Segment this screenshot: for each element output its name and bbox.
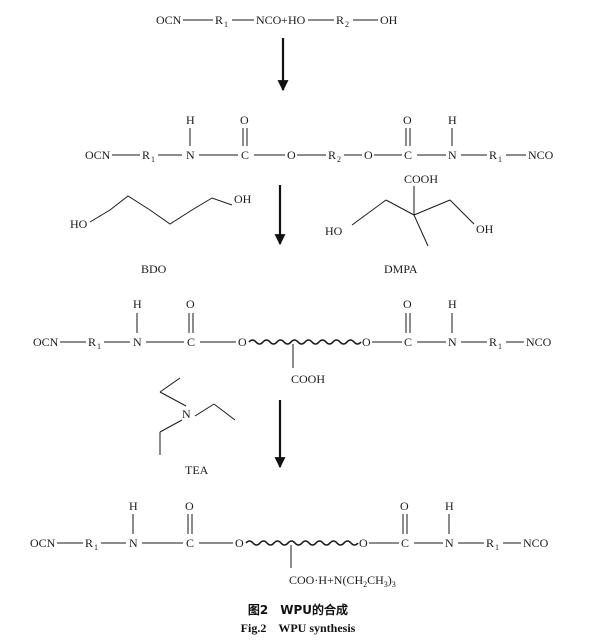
prepolymer-structure: OCN R 1 N H C O O R 2 O C O N H R 1 NCO xyxy=(85,113,554,164)
svg-text:OCN: OCN xyxy=(30,536,56,550)
tea-label: TEA xyxy=(185,463,209,477)
svg-text:C: C xyxy=(404,148,412,162)
bdo-label: BDO xyxy=(141,262,167,276)
dmpa-label: DMPA xyxy=(384,262,418,276)
svg-text:NCO: NCO xyxy=(528,148,554,162)
svg-text:HO: HO xyxy=(325,224,343,238)
ammonium-carboxylate: COO·H+N(CH2CH3)3 xyxy=(289,573,396,589)
svg-text:O: O xyxy=(287,148,296,162)
svg-text:N: N xyxy=(186,148,195,162)
svg-text:O: O xyxy=(240,113,249,127)
svg-text:R: R xyxy=(489,335,497,349)
svg-text:O: O xyxy=(235,536,244,550)
svg-text:O: O xyxy=(403,113,412,127)
svg-text:N: N xyxy=(445,536,454,550)
svg-text:R: R xyxy=(142,148,150,162)
svg-text:2: 2 xyxy=(337,155,341,164)
svg-text:OCN: OCN xyxy=(33,335,59,349)
svg-text:COOH: COOH xyxy=(291,372,325,386)
svg-text:R: R xyxy=(88,335,96,349)
caption-chinese: 图2 WPU的合成 xyxy=(248,602,348,617)
svg-text:O: O xyxy=(359,536,368,550)
svg-text:R: R xyxy=(489,148,497,162)
svg-text:H: H xyxy=(448,297,457,311)
svg-text:N: N xyxy=(448,148,457,162)
svg-text:O: O xyxy=(400,499,409,513)
svg-text:C: C xyxy=(241,148,249,162)
svg-text:NCO: NCO xyxy=(523,536,549,550)
svg-text:H: H xyxy=(445,499,454,513)
svg-text:O: O xyxy=(238,335,247,349)
svg-text:1: 1 xyxy=(495,543,499,552)
bdo-molecule: HO OH BDO xyxy=(70,192,252,276)
oh-group: OH xyxy=(380,13,398,27)
svg-text:O: O xyxy=(362,335,371,349)
svg-text:1: 1 xyxy=(498,342,502,351)
svg-text:O: O xyxy=(364,148,373,162)
svg-text:O: O xyxy=(403,297,412,311)
svg-text:1: 1 xyxy=(498,155,502,164)
svg-text:1: 1 xyxy=(97,342,101,351)
svg-text:OH: OH xyxy=(234,192,252,206)
svg-text:N: N xyxy=(448,335,457,349)
svg-text:R: R xyxy=(328,148,336,162)
tea-molecule: N TEA xyxy=(159,377,236,477)
ho-group: HO xyxy=(288,13,306,27)
dmpa-molecule: COOH HO OH DMPA xyxy=(325,172,494,276)
svg-text:N: N xyxy=(129,536,138,550)
wpu-structure: OCN R 1 N H C O O COO·H+N(CH2CH3)3 O C O… xyxy=(30,499,549,589)
svg-text:O: O xyxy=(186,297,195,311)
svg-text:OCN: OCN xyxy=(85,148,111,162)
svg-text:C: C xyxy=(401,536,409,550)
reaction-1-reactants: OCN R 1 NCO + HO R 2 OH xyxy=(156,13,398,29)
caption-english: Fig.2 WPU synthesis xyxy=(241,621,356,635)
svg-text:R: R xyxy=(486,536,494,550)
svg-text:1: 1 xyxy=(151,155,155,164)
svg-text:H: H xyxy=(129,499,138,513)
svg-text:C: C xyxy=(187,335,195,349)
plus-sign: + xyxy=(281,13,288,27)
svg-text:1: 1 xyxy=(94,543,98,552)
carboxyl-prepolymer-structure: OCN R 1 N H C O O COOH O C O N H R 1 NCO xyxy=(33,297,552,386)
r1-label: R xyxy=(215,13,223,27)
svg-text:H: H xyxy=(133,297,142,311)
svg-text:O: O xyxy=(185,499,194,513)
nco-group: NCO xyxy=(256,13,282,27)
svg-text:H: H xyxy=(186,113,195,127)
svg-text:N: N xyxy=(133,335,142,349)
svg-text:C: C xyxy=(186,536,194,550)
svg-text:R: R xyxy=(85,536,93,550)
svg-text:H: H xyxy=(448,113,457,127)
svg-text:OH: OH xyxy=(476,222,494,236)
svg-text:C: C xyxy=(404,335,412,349)
r2-label: R xyxy=(336,13,344,27)
svg-text:HO: HO xyxy=(70,217,88,231)
svg-text:1: 1 xyxy=(224,20,228,29)
svg-text:NCO: NCO xyxy=(526,335,552,349)
svg-text:N: N xyxy=(182,407,191,421)
svg-text:2: 2 xyxy=(345,20,349,29)
svg-text:COOH: COOH xyxy=(404,172,438,186)
ocn-group: OCN xyxy=(156,13,182,27)
